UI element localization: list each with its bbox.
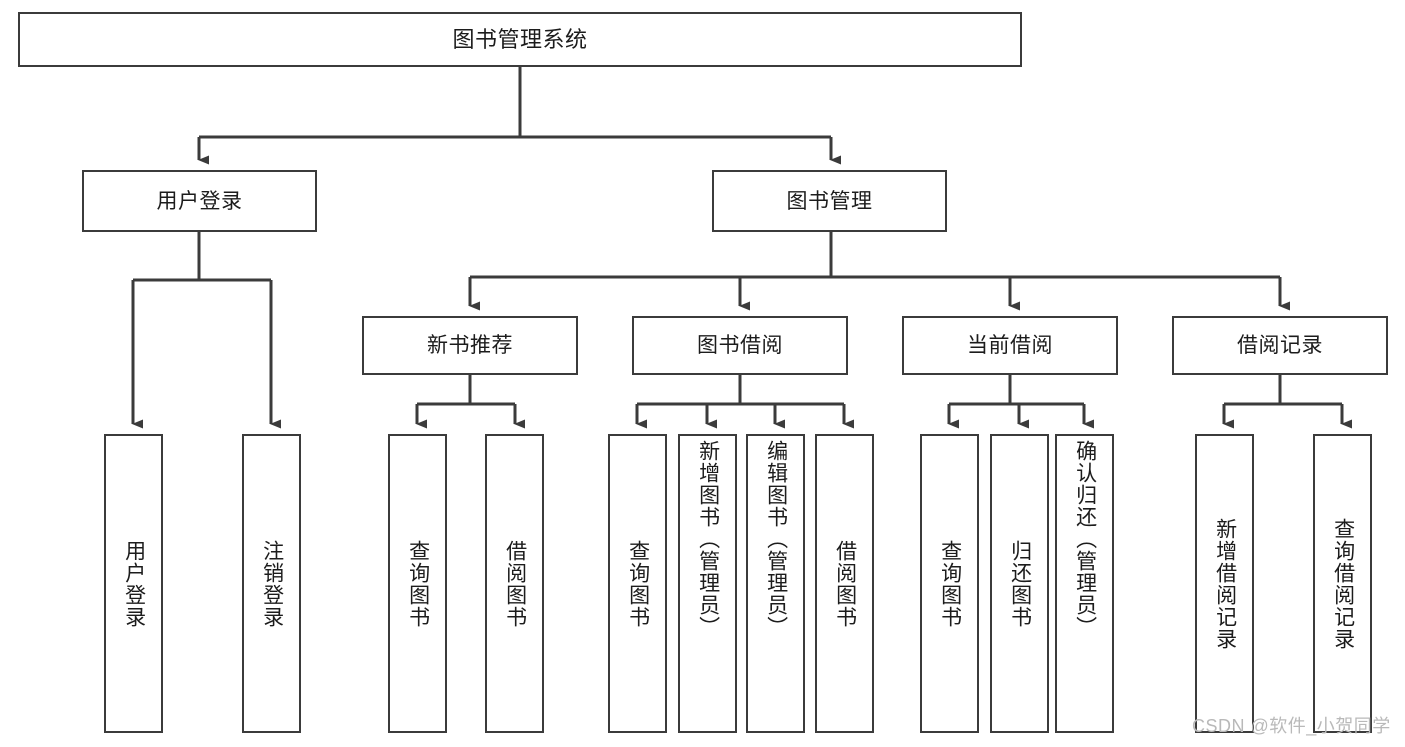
connectors-book-borrow-to-leaves <box>635 375 854 429</box>
node-user-login[interactable]: 用户登录 <box>82 170 317 232</box>
node-leaf-borrow-book-1[interactable]: 借阅图书 <box>485 434 544 733</box>
node-label: 编辑图书（管理员） <box>764 440 788 638</box>
node-label: 查询图书 <box>938 539 962 628</box>
node-leaf-user-login[interactable]: 用户登录 <box>104 434 163 733</box>
node-label: 借阅图书 <box>833 539 857 628</box>
node-leaf-query-borrow-record[interactable]: 查询借阅记录 <box>1313 434 1372 733</box>
node-leaf-query-book-3[interactable]: 查询图书 <box>920 434 979 733</box>
node-leaf-add-book-admin[interactable]: 新增图书（管理员） <box>678 434 737 733</box>
node-label: 注销登录 <box>260 539 284 628</box>
node-label: 新增图书（管理员） <box>696 440 720 638</box>
node-label: 用户登录 <box>122 539 146 628</box>
node-leaf-add-borrow-record[interactable]: 新增借阅记录 <box>1195 434 1254 733</box>
node-leaf-logout-login[interactable]: 注销登录 <box>242 434 301 733</box>
node-label: 用户登录 <box>156 189 243 213</box>
node-leaf-query-book-1[interactable]: 查询图书 <box>388 434 447 733</box>
node-label: 确认归还（管理员） <box>1073 440 1097 638</box>
node-leaf-borrow-book-2[interactable]: 借阅图书 <box>815 434 874 733</box>
node-label: 借阅记录 <box>1237 334 1323 357</box>
connectors-borrow-record-to-leaves <box>1222 375 1352 429</box>
node-label: 新书推荐 <box>427 334 513 357</box>
node-label: 借阅图书 <box>503 539 527 628</box>
connectors-book-management-to-level3 <box>468 232 1290 311</box>
node-label: 图书管理 <box>786 189 873 213</box>
connectors-new-book-recommend-to-leaves <box>415 375 525 429</box>
node-root-book-management-system[interactable]: 图书管理系统 <box>18 12 1022 67</box>
connectors-root-to-level2 <box>197 67 841 165</box>
node-label: 查询借阅记录 <box>1331 517 1355 650</box>
node-label: 查询图书 <box>406 539 430 628</box>
node-label: 新增借阅记录 <box>1213 517 1237 650</box>
connectors-current-borrow-to-leaves <box>947 375 1094 429</box>
node-label: 当前借阅 <box>967 334 1053 357</box>
node-new-book-recommend[interactable]: 新书推荐 <box>362 316 578 375</box>
node-borrow-record[interactable]: 借阅记录 <box>1172 316 1388 375</box>
node-label: 图书借阅 <box>697 334 783 357</box>
node-leaf-edit-book-admin[interactable]: 编辑图书（管理员） <box>746 434 805 733</box>
node-leaf-confirm-return-admin[interactable]: 确认归还（管理员） <box>1055 434 1114 733</box>
node-book-borrow[interactable]: 图书借阅 <box>632 316 848 375</box>
node-leaf-return-book[interactable]: 归还图书 <box>990 434 1049 733</box>
node-label: 查询图书 <box>626 539 650 628</box>
connectors-user-login-to-leaves <box>131 232 281 429</box>
node-leaf-query-book-2[interactable]: 查询图书 <box>608 434 667 733</box>
node-current-borrow[interactable]: 当前借阅 <box>902 316 1118 375</box>
node-book-management[interactable]: 图书管理 <box>712 170 947 232</box>
node-label: 归还图书 <box>1008 539 1032 628</box>
node-label: 图书管理系统 <box>452 26 588 52</box>
